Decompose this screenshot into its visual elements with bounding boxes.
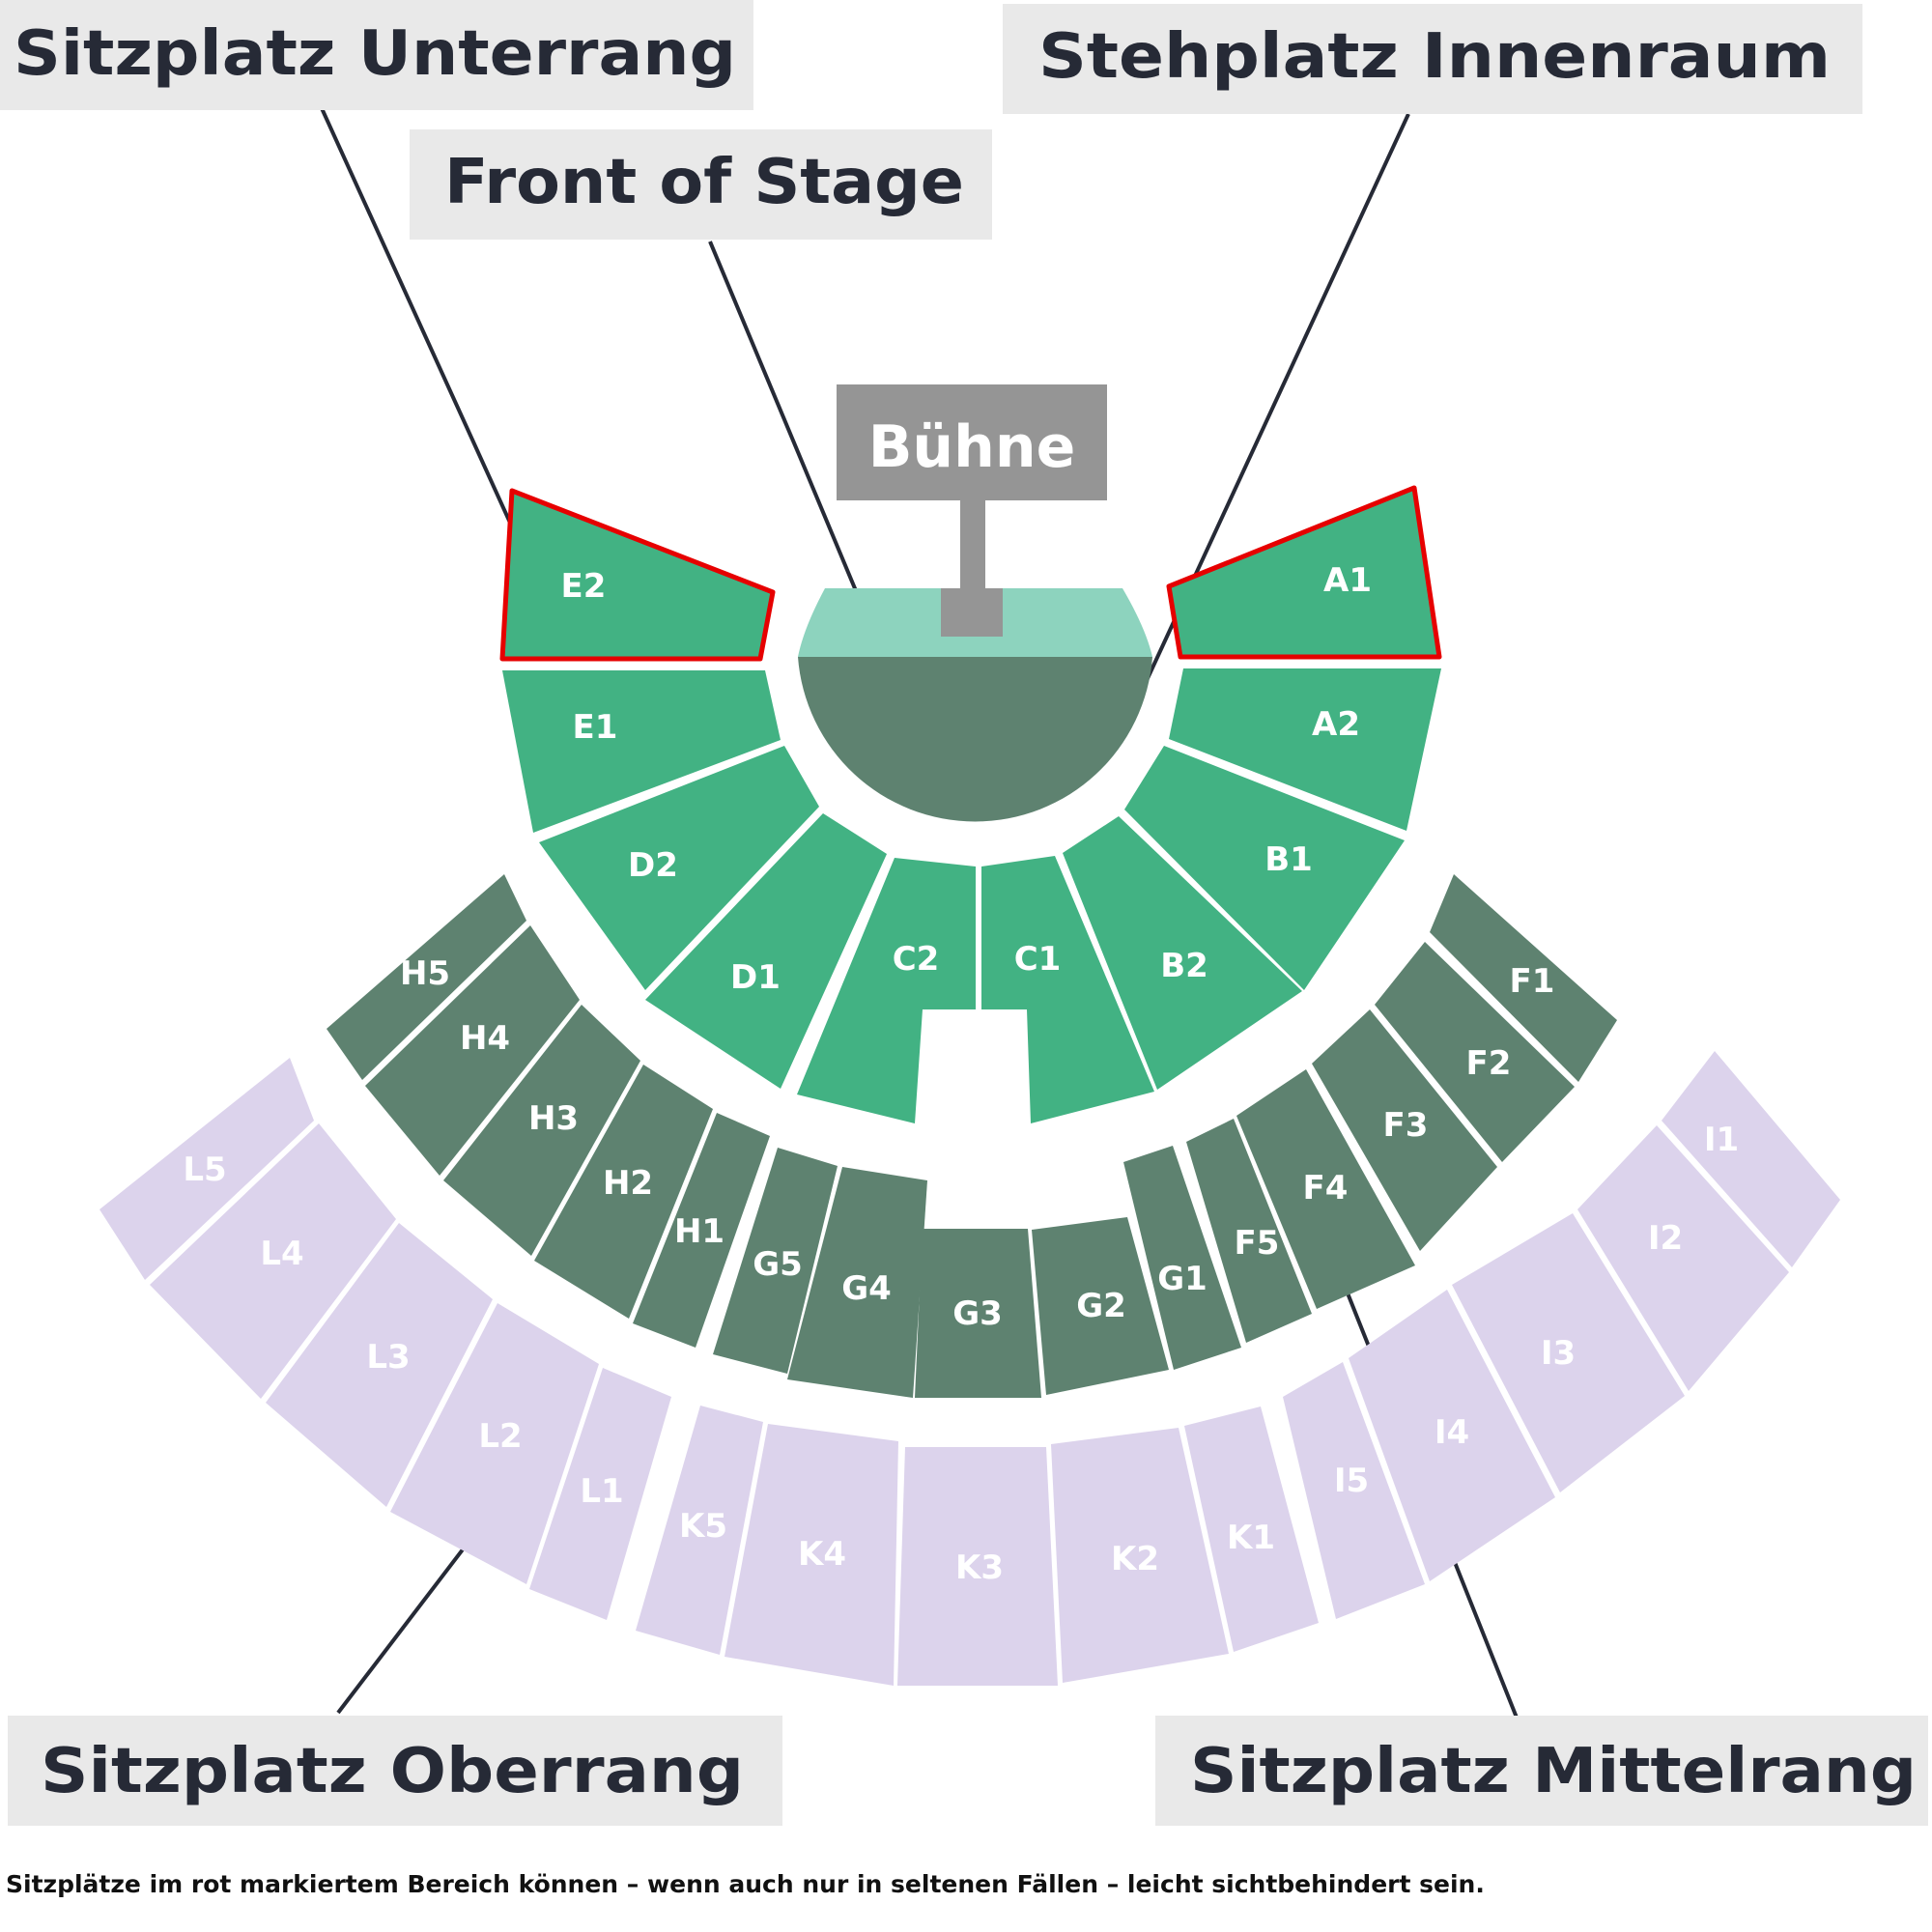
section-label-i2: I2 <box>1648 1219 1683 1258</box>
section-label-i1: I1 <box>1704 1121 1739 1159</box>
callout-mittelrang: Sitzplatz Mittelrang <box>1155 1716 1928 1826</box>
section-i4[interactable] <box>1349 1290 1555 1581</box>
section-h3[interactable] <box>443 1005 640 1256</box>
section-f4[interactable] <box>1236 1069 1415 1309</box>
callout-line-innenraum <box>1123 113 1410 727</box>
stage-label: Bühne <box>868 413 1076 481</box>
section-a1[interactable] <box>1166 485 1442 660</box>
section-label-d2: D2 <box>628 846 678 885</box>
section-g1[interactable] <box>1123 1146 1241 1370</box>
section-c2[interactable] <box>797 858 976 1123</box>
section-label-f1: F1 <box>1510 962 1555 1001</box>
section-label-b2: B2 <box>1160 947 1208 985</box>
section-l2[interactable] <box>390 1303 599 1584</box>
standing-area-innenraum <box>798 657 1152 822</box>
callout-line-front-of-stage <box>708 241 868 617</box>
section-label-i3: I3 <box>1541 1334 1576 1373</box>
section-label-c1: C1 <box>1014 940 1062 979</box>
section-label-f5: F5 <box>1235 1224 1280 1263</box>
section-label-d1: D1 <box>730 958 781 997</box>
section-c1[interactable] <box>981 856 1154 1123</box>
section-label-c2: C2 <box>893 940 940 979</box>
section-i1[interactable] <box>1662 1051 1840 1267</box>
section-a2[interactable] <box>1169 668 1441 831</box>
section-label-g3: G3 <box>952 1294 1003 1333</box>
section-label-h2: H2 <box>603 1164 653 1203</box>
section-i3[interactable] <box>1452 1213 1685 1492</box>
restricted-view-note: Sitzplätze im rot markiertem Bereich kön… <box>6 1870 1485 1898</box>
section-b1[interactable] <box>1124 746 1405 990</box>
callout-mittelrang-text: Sitzplatz Mittelrang <box>1190 1736 1917 1807</box>
section-i5[interactable] <box>1283 1362 1425 1619</box>
section-l3[interactable] <box>266 1223 493 1507</box>
section-label-k5: K5 <box>679 1507 727 1546</box>
section-f1[interactable] <box>1430 874 1617 1082</box>
section-b2[interactable] <box>1063 816 1302 1090</box>
section-f3[interactable] <box>1312 1009 1497 1251</box>
section-h4[interactable] <box>365 925 580 1176</box>
section-label-e1: E1 <box>573 708 618 747</box>
callout-front-of-stage-text: Front of Stage <box>444 147 964 218</box>
section-label-l4: L4 <box>260 1235 303 1273</box>
section-label-k3: K3 <box>955 1548 1004 1587</box>
section-d2[interactable] <box>539 746 819 990</box>
section-g5[interactable] <box>713 1148 838 1374</box>
section-label-h4: H4 <box>460 1019 510 1058</box>
section-e1[interactable] <box>502 670 781 833</box>
callout-unterrang: Sitzplatz Unterrang <box>0 0 753 110</box>
section-label-e2: E2 <box>561 567 607 606</box>
section-f5[interactable] <box>1186 1119 1312 1343</box>
callout-innenraum-text: Stehplatz Innenraum <box>1038 21 1831 93</box>
section-k3[interactable] <box>897 1447 1058 1686</box>
section-k2[interactable] <box>1051 1428 1229 1683</box>
section-label-g1: G1 <box>1157 1260 1208 1298</box>
section-k5[interactable] <box>636 1406 763 1655</box>
section-label-g2: G2 <box>1076 1287 1126 1325</box>
callout-oberrang: Sitzplatz Oberrang <box>8 1716 782 1826</box>
section-l1[interactable] <box>529 1368 671 1620</box>
stage-ramp <box>941 588 1003 637</box>
section-label-a1: A1 <box>1323 561 1372 600</box>
section-i2[interactable] <box>1577 1125 1789 1391</box>
section-k4[interactable] <box>724 1424 898 1686</box>
callout-innenraum: Stehplatz Innenraum <box>1003 4 1862 114</box>
section-h2[interactable] <box>534 1065 713 1319</box>
callout-oberrang-text: Sitzplatz Oberrang <box>41 1736 744 1807</box>
section-d1[interactable] <box>645 813 887 1089</box>
section-l4[interactable] <box>150 1123 396 1399</box>
section-label-h1: H1 <box>674 1212 724 1251</box>
section-k1[interactable] <box>1184 1406 1319 1652</box>
section-label-g5: G5 <box>753 1245 803 1284</box>
section-label-a2: A2 <box>1312 705 1360 744</box>
section-e2[interactable] <box>499 488 776 662</box>
section-label-l2: L2 <box>478 1417 522 1456</box>
section-label-k4: K4 <box>798 1535 846 1574</box>
section-label-l3: L3 <box>366 1338 410 1377</box>
section-f2[interactable] <box>1375 942 1575 1162</box>
section-g4[interactable] <box>787 1167 927 1398</box>
section-label-h3: H3 <box>528 1099 579 1138</box>
section-label-i4: I4 <box>1435 1413 1469 1452</box>
section-g2[interactable] <box>1032 1217 1169 1395</box>
sections <box>99 485 1840 1686</box>
section-label-b1: B1 <box>1264 840 1313 879</box>
section-label-f4: F4 <box>1303 1169 1349 1208</box>
section-label-f3: F3 <box>1383 1106 1429 1145</box>
section-h5[interactable] <box>327 874 526 1080</box>
section-h1[interactable] <box>633 1113 770 1348</box>
section-g3[interactable] <box>915 1229 1041 1398</box>
section-label-k2: K2 <box>1111 1540 1159 1578</box>
section-label-f2: F2 <box>1466 1044 1512 1083</box>
callout-front-of-stage: Front of Stage <box>410 129 992 240</box>
section-l5[interactable] <box>99 1058 314 1280</box>
section-label-l1: L1 <box>580 1472 623 1511</box>
section-label-l5: L5 <box>183 1151 226 1189</box>
section-label-i5: I5 <box>1334 1462 1369 1500</box>
section-label-h5: H5 <box>400 954 450 993</box>
callout-unterrang-text: Sitzplatz Unterrang <box>14 18 736 90</box>
section-label-g4: G4 <box>841 1269 892 1308</box>
section-label-k1: K1 <box>1227 1519 1275 1557</box>
